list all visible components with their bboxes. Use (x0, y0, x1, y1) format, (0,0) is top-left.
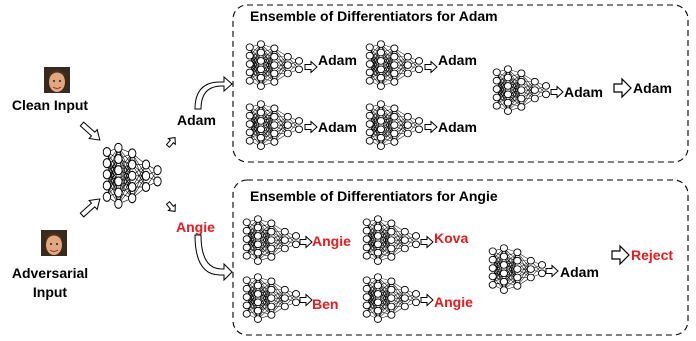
arrow-model-to-adam (164, 134, 180, 150)
final-arrow-icon (611, 245, 630, 265)
ensemble-box-angie (232, 179, 689, 336)
ensemble-box-adam (232, 4, 689, 163)
differentiator-network (245, 40, 304, 90)
arrow-model-to-angie (164, 199, 180, 215)
arrow-adversarial-to-model (77, 193, 105, 220)
differentiator-network (362, 215, 421, 265)
output-arrow-icon (304, 61, 318, 73)
differentiator-network (242, 273, 301, 323)
arrow-clean-to-model (77, 119, 105, 146)
output-arrow-icon (550, 86, 564, 98)
output-arrow-icon (420, 236, 434, 248)
output-arrow-icon (299, 294, 313, 306)
output-arrow-icon (424, 61, 438, 73)
differentiator-network (365, 100, 424, 150)
differentiator-network (242, 215, 301, 265)
base-model-network (102, 142, 162, 209)
output-arrow-icon (424, 121, 438, 133)
curved-arrow-to-angie-ensemble (194, 234, 233, 282)
output-arrow-icon (420, 294, 434, 306)
aggregator-network (492, 65, 551, 115)
output-arrow-icon (299, 236, 313, 248)
aggregator-network (488, 244, 547, 294)
output-arrow-icon (304, 121, 318, 133)
final-arrow-icon (613, 78, 632, 98)
differentiator-network (362, 273, 421, 323)
output-arrow-icon (545, 265, 559, 277)
differentiator-network (245, 100, 304, 150)
curved-arrow-to-adam-ensemble (194, 75, 233, 110)
differentiator-network (365, 40, 424, 90)
